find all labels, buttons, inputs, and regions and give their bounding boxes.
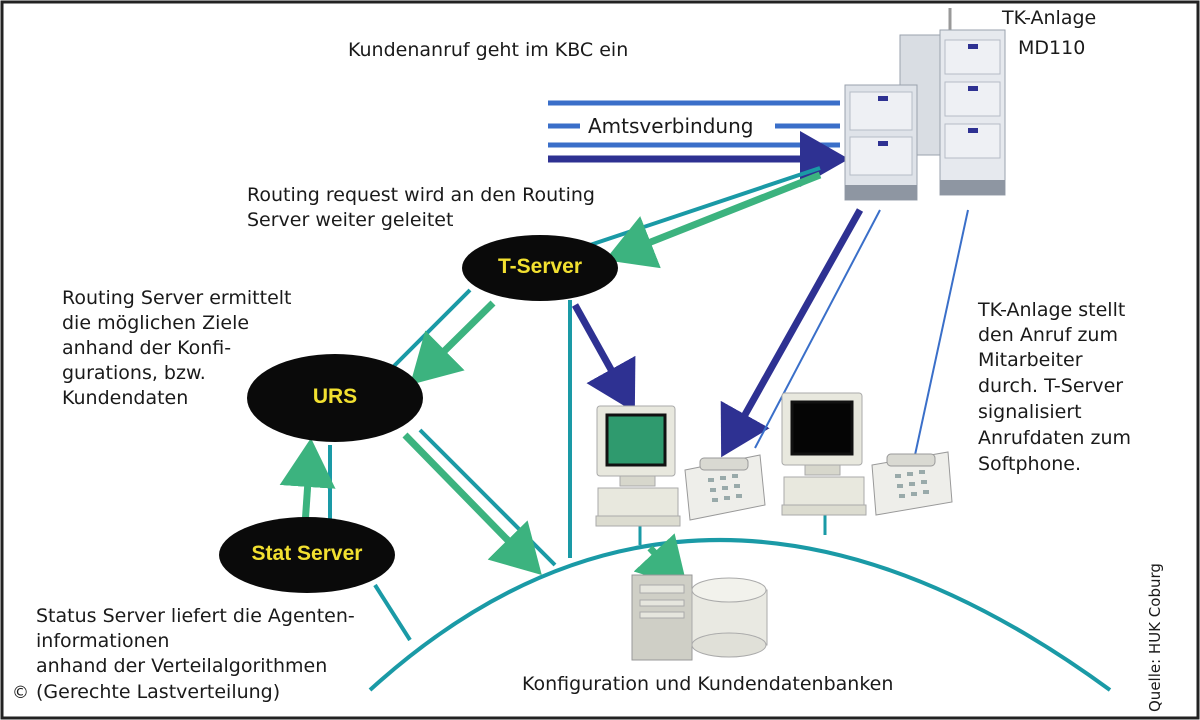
stat-urs-arrow	[279, 438, 336, 526]
pbx-phone2-link	[914, 209, 969, 456]
routing-request-line1: Routing request wird an den Routing	[247, 184, 595, 206]
tserver-urs-link	[388, 288, 472, 372]
urs-db-arrow	[402, 432, 542, 576]
pbx-desc-line5: signalisiert	[978, 401, 1082, 423]
tserver-label: T-Server	[497, 255, 583, 278]
routing-request-arrow	[604, 171, 822, 269]
pbx-phone-link	[754, 209, 881, 449]
urs-node	[247, 354, 423, 442]
pbx-tserver-link	[589, 166, 821, 247]
routing-request-line2: Server weiter geleitet	[247, 209, 454, 231]
pbx-desc-line4: durch. T-Server	[978, 375, 1124, 397]
database-label: Konfiguration und Kundendatenbanken	[522, 673, 894, 695]
phone-1-icon	[684, 454, 766, 521]
copyright-mark: ©	[12, 683, 29, 703]
pbx-title-line2: MD110	[1018, 37, 1086, 59]
pbx-phone-arrow	[720, 208, 864, 458]
pbx-cabinet-icon	[844, 8, 1006, 201]
pbx-desc-line6: Anrufdaten zum	[978, 427, 1132, 449]
urs-label: URS	[312, 385, 358, 408]
tserver-urs-arrow	[410, 300, 496, 385]
trunk-label: Amtsverbindung	[588, 114, 754, 138]
urs-desc-line1: Routing Server ermittelt	[62, 287, 292, 309]
pbx-title-line1: TK-Anlage	[1002, 7, 1097, 29]
pbx-desc-line3: Mitarbeiter	[978, 349, 1083, 371]
tserver-pc-arrow	[571, 303, 636, 413]
pc-2-icon	[781, 392, 867, 516]
stat-network-link	[373, 583, 412, 642]
stat-server-node	[219, 517, 395, 593]
incoming-call-text: Kundenanruf geht im KBC ein	[348, 39, 629, 61]
network-db-arrow	[633, 533, 688, 589]
pbx-desc-line2: den Anruf zum	[978, 324, 1118, 346]
urs-desc-line4: gurations, bzw.	[62, 362, 206, 384]
database-icon	[631, 574, 768, 661]
urs-desc-line5: Kundendaten	[62, 387, 189, 409]
stat-desc-line4: (Gerechte Lastverteilung)	[36, 681, 281, 703]
stat-desc-line2: informationen	[36, 630, 170, 652]
pbx-desc-line1: TK-Anlage stellt	[978, 299, 1126, 321]
stat-desc-line3: anhand der Verteilalgorithmen	[36, 655, 328, 677]
urs-desc-line3: anhand der Konfi-	[62, 337, 232, 359]
tserver-node	[462, 235, 618, 301]
trunk-lines	[548, 100, 849, 187]
stat-desc-line1: Status Server liefert die Agenten-	[36, 605, 355, 627]
source-credit: Quelle: HUK Coburg	[1146, 563, 1164, 712]
urs-network-link	[418, 428, 557, 567]
phone-2-icon	[871, 451, 953, 516]
stat-server-label: Stat Server	[251, 542, 363, 565]
urs-desc-line2: die möglichen Ziele	[62, 312, 250, 334]
pc-1-icon	[595, 405, 681, 527]
network-arc	[368, 538, 1112, 692]
pbx-desc-line7: Softphone.	[978, 453, 1081, 475]
